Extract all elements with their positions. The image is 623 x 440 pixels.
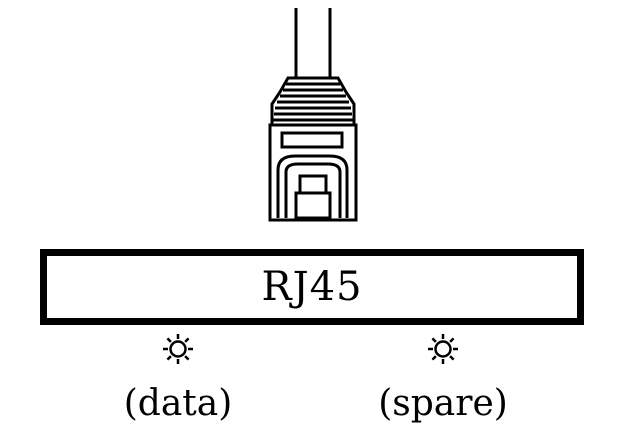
port-label: RJ45 [261,264,363,310]
rj45-port-box: RJ45 [40,249,584,325]
plug-tab [298,174,328,195]
sun-led-icon [163,334,193,364]
rj45-plug-drawing [268,8,358,222]
data-led-caption: (data) [123,383,233,424]
spare-led-caption: (spare) [378,383,508,424]
plug-latch [276,154,349,218]
sun-led-icon [428,334,458,364]
plug-window [280,131,344,149]
